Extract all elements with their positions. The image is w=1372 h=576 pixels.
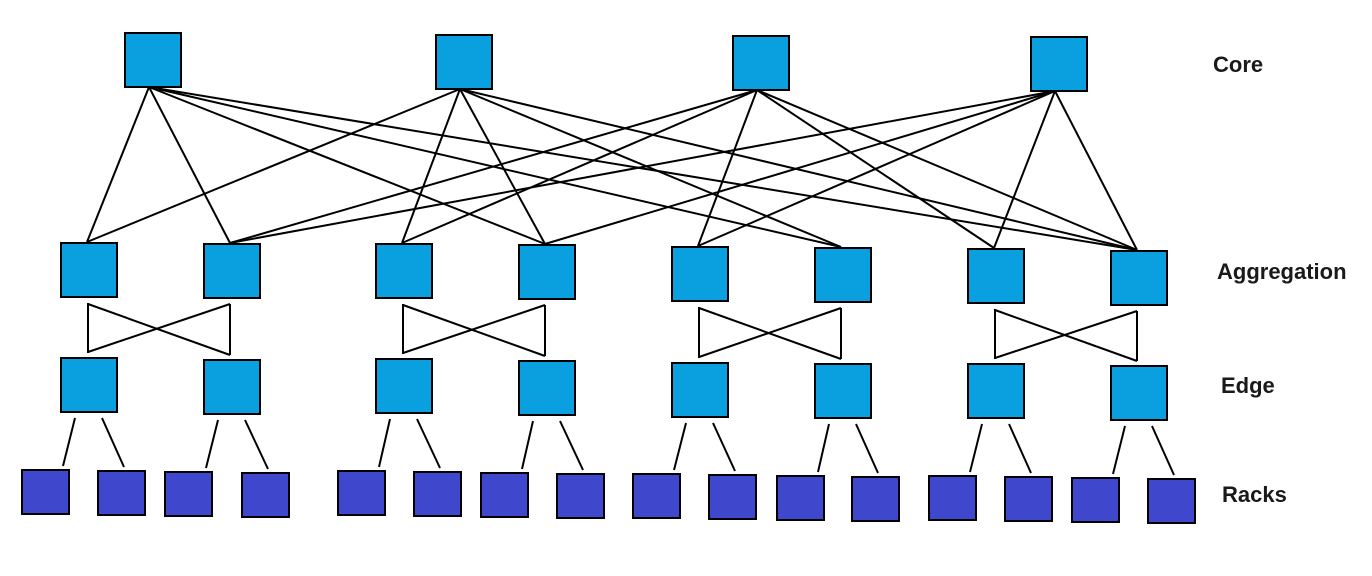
- aggregation-switch: [518, 244, 576, 300]
- rack: [1004, 476, 1053, 522]
- core-agg-link: [86, 86, 150, 243]
- rack: [708, 474, 757, 520]
- core-switch: [124, 32, 182, 88]
- core-switch: [1030, 36, 1088, 92]
- core-agg-link: [697, 89, 758, 247]
- layer-label-core: Core: [1213, 52, 1264, 77]
- core-agg-link: [229, 90, 1056, 244]
- edge-switch: [814, 363, 872, 419]
- edge-switch: [518, 360, 576, 416]
- edge-rack-link: [1008, 423, 1032, 474]
- core-agg-link: [459, 88, 842, 248]
- edge-rack-link: [101, 417, 125, 468]
- core-agg-link: [756, 89, 1138, 251]
- aggregation-switch: [60, 242, 118, 298]
- edge-rack-link: [1151, 425, 1175, 476]
- core-agg-link: [459, 88, 546, 245]
- rack: [480, 472, 529, 518]
- edge-switch: [671, 362, 729, 418]
- layer-label-racks: Racks: [1222, 482, 1287, 507]
- agg-edge-link: [402, 304, 546, 354]
- core-agg-link: [401, 88, 461, 244]
- rack: [97, 470, 146, 516]
- agg-edge-link: [698, 307, 842, 358]
- core-agg-link: [229, 89, 758, 244]
- rack: [21, 469, 70, 515]
- edge-rack-link: [521, 420, 534, 470]
- agg-edge-link: [87, 303, 231, 353]
- edge-switch: [375, 358, 433, 414]
- edge-rack-link: [378, 418, 391, 468]
- core-agg-link: [148, 86, 546, 245]
- rack: [776, 475, 825, 521]
- rack: [556, 473, 605, 519]
- core-agg-link: [148, 86, 1138, 251]
- rack: [632, 473, 681, 519]
- rack: [1147, 478, 1196, 524]
- rack: [164, 471, 213, 517]
- core-agg-link: [993, 90, 1056, 249]
- core-agg-link: [459, 88, 1138, 251]
- rack: [1071, 477, 1120, 523]
- edge-rack-link: [673, 422, 687, 471]
- edge-rack-link: [712, 422, 736, 472]
- aggregation-switch: [671, 246, 729, 302]
- edge-rack-link: [969, 423, 983, 473]
- aggregation-switch: [967, 248, 1025, 304]
- layer-label-edge: Edge: [1221, 373, 1275, 398]
- edge-switch: [60, 357, 118, 413]
- edge-rack-link: [244, 419, 269, 470]
- aggregation-switch: [375, 243, 433, 299]
- core-agg-link: [1054, 90, 1138, 251]
- edge-switch: [203, 359, 261, 415]
- core-agg-link: [401, 89, 758, 244]
- core-agg-link: [544, 90, 1056, 245]
- aggregation-switch: [814, 247, 872, 303]
- edge-switch: [967, 363, 1025, 419]
- core-agg-link: [697, 90, 1056, 247]
- core-agg-link: [148, 86, 231, 244]
- agg-edge-link: [87, 303, 231, 356]
- rack: [851, 476, 900, 522]
- rack: [241, 472, 290, 518]
- edge-rack-link: [416, 418, 441, 469]
- aggregation-switch: [203, 243, 261, 299]
- rack: [928, 475, 977, 521]
- edge-rack-link: [205, 419, 219, 469]
- edge-rack-link: [62, 417, 76, 467]
- edge-switch: [1110, 365, 1168, 421]
- edge-rack-link: [559, 420, 584, 471]
- core-switch: [435, 34, 493, 90]
- aggregation-switch: [1110, 250, 1168, 306]
- edge-rack-link: [817, 423, 830, 473]
- edge-rack-link: [855, 423, 879, 474]
- edge-rack-link: [1112, 425, 1126, 475]
- agg-edge-link: [994, 310, 1138, 359]
- layer-label-aggregation: Aggregation: [1217, 259, 1347, 284]
- rack: [413, 471, 462, 517]
- core-switch: [732, 35, 790, 91]
- agg-edge-link: [402, 304, 546, 357]
- rack: [337, 470, 386, 516]
- core-agg-link: [86, 88, 461, 243]
